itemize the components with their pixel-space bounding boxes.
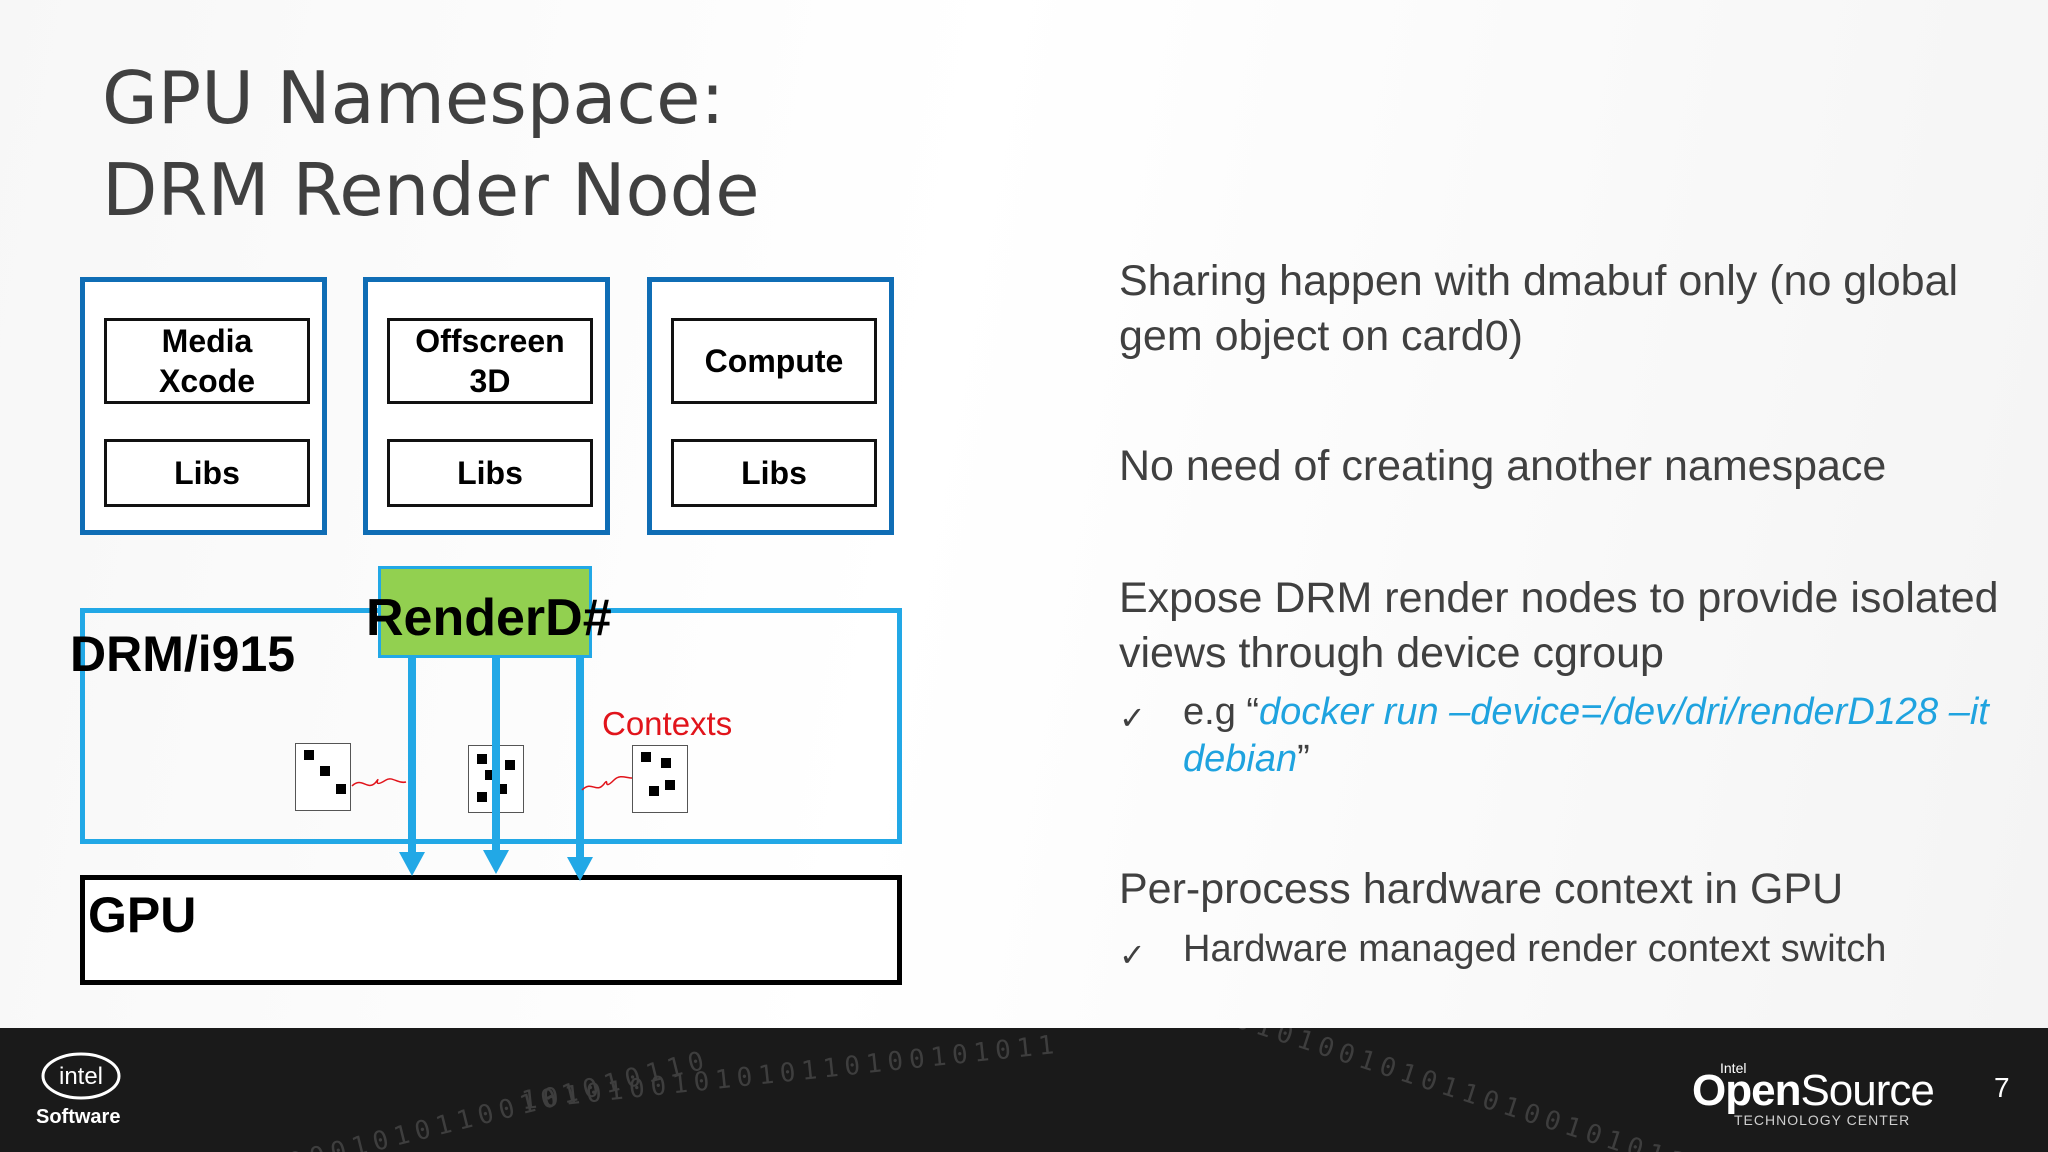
intel-logo-text: intel — [59, 1063, 103, 1090]
compute-label: Compute — [704, 343, 844, 379]
docker-command: docker run –device=/dev/dri/renderD128 –… — [1183, 691, 1989, 780]
docker-suffix: ” — [1297, 738, 1310, 780]
opensource-open: Open — [1692, 1066, 1801, 1115]
app-box-media: Media Xcode Libs — [80, 277, 327, 535]
context-block — [632, 745, 688, 813]
render-node-box — [378, 566, 592, 658]
libs-box: Libs — [387, 439, 593, 507]
intel-logo-icon: intel — [41, 1052, 121, 1100]
docker-prefix: e.g “ — [1183, 691, 1260, 733]
render-node-diagram: Media Xcode Libs Offscreen 3D Libs Compu… — [0, 0, 1000, 1000]
check-icon: ✓ — [1119, 937, 1146, 973]
arrow-head-3 — [567, 857, 593, 881]
binary-decoration: 0101010010101101001010110101 — [1190, 1028, 1777, 1152]
software-label: Software — [36, 1106, 121, 1128]
offscreen-3d-label: Offscreen 3D — [415, 323, 565, 399]
bullet-namespace: No need of creating another namespace — [1119, 442, 1887, 490]
libs-label: Libs — [174, 455, 240, 491]
arrow-head-1 — [399, 852, 425, 876]
context-switch-text: Hardware managed render context switch — [1183, 928, 1887, 970]
docker-example: e.g “docker run –device=/dev/dri/renderD… — [1183, 689, 2048, 783]
footer-bar: 0100010101100101010110 10101001010101101… — [0, 1028, 2048, 1152]
bullet-per-process: Per-process hardware context in GPU — [1119, 865, 1844, 913]
libs-box: Libs — [104, 439, 310, 507]
app-box-offscreen: Offscreen 3D Libs — [363, 277, 610, 535]
media-xcode-label: Media Xcode — [158, 323, 256, 399]
slide-background — [0, 0, 2048, 1028]
technology-center-label: TECHNOLOGY CENTER — [1734, 1112, 1911, 1128]
opensource-intel-label: Intel — [1720, 1060, 1747, 1076]
app-box-compute: Compute Libs — [647, 277, 894, 535]
contexts-label: Contexts — [602, 705, 733, 742]
offscreen-3d-box: Offscreen 3D — [387, 318, 593, 404]
media-xcode-box: Media Xcode — [104, 318, 310, 404]
bullet-sharing: Sharing happen with dmabuf only (no glob… — [1119, 257, 1959, 360]
compute-box: Compute — [671, 318, 877, 404]
context-link-2 — [581, 775, 633, 791]
opensource-logo: OpenSource — [1692, 1066, 1935, 1116]
drm-i915-label: DRM/i915 — [70, 626, 296, 682]
page-number: 7 — [1994, 1072, 2010, 1103]
context-link-1 — [351, 778, 407, 787]
gpu-box — [80, 875, 902, 985]
bullet-expose: Expose DRM render nodes to provide isola… — [1119, 574, 1999, 677]
title-line-2: DRM Render Node — [102, 148, 760, 232]
render-node-label: RenderD# — [366, 589, 612, 647]
arrow-head-2 — [483, 850, 509, 874]
libs-box: Libs — [671, 439, 877, 507]
check-icon: ✓ — [1119, 700, 1146, 736]
libs-label: Libs — [457, 455, 523, 491]
libs-label: Libs — [741, 455, 807, 491]
slide-title: GPU Namespace: DRM Render Node — [102, 52, 760, 236]
title-line-1: GPU Namespace: — [102, 56, 725, 140]
diagram-connectors — [351, 655, 633, 881]
context-block — [295, 743, 351, 811]
opensource-source: Source — [1800, 1066, 1934, 1115]
gpu-label: GPU — [88, 887, 197, 943]
